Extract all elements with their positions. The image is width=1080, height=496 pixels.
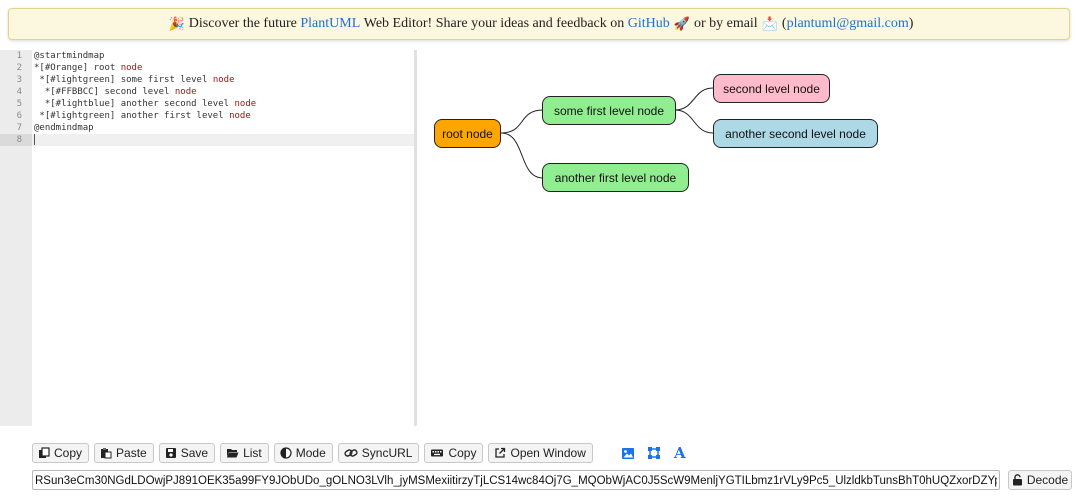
mindmap-node-first-level: some first level node: [542, 96, 676, 125]
plantuml-link[interactable]: PlantUML: [300, 16, 361, 31]
copy-button[interactable]: Copy: [32, 443, 90, 463]
png-export-button[interactable]: [618, 443, 638, 463]
code-line[interactable]: *[#lightblue] another second level node: [34, 99, 257, 109]
banner-text-1: Discover the future: [188, 16, 297, 31]
email-link[interactable]: plantuml@gmail.com: [786, 16, 909, 31]
decode-button[interactable]: Decode: [1008, 470, 1072, 490]
text-a-icon: A: [674, 444, 686, 462]
line-number: 7: [16, 123, 22, 133]
close-paren: ): [908, 16, 914, 31]
copy-ascii-button[interactable]: Copy: [424, 443, 484, 463]
pane-splitter[interactable]: [414, 50, 417, 426]
svg-export-button[interactable]: [644, 443, 664, 463]
code-line-current[interactable]: [32, 134, 414, 146]
line-number: 3: [16, 75, 22, 85]
code-line[interactable]: *[#Orange] root node: [34, 63, 143, 73]
code-text-area[interactable]: @startmindmap *[#Orange] root node *[#li…: [32, 50, 414, 146]
paste-icon: [101, 448, 112, 459]
code-line[interactable]: @endmindmap: [34, 123, 94, 133]
mindmap-connectors: [500, 87, 714, 179]
party-emoji-icon: 🎉: [168, 16, 185, 31]
banner-text-2: Web Editor! Share your ideas and feedbac…: [363, 16, 625, 31]
keyboard-icon: [431, 449, 444, 457]
announcement-banner: 🎉 Discover the future PlantUML Web Edito…: [8, 8, 1070, 40]
floppy-disk-icon: [165, 448, 176, 458]
encoded-url-input[interactable]: [33, 472, 999, 489]
copy-icon: [39, 447, 50, 458]
unlock-icon: [1012, 474, 1022, 486]
code-editor[interactable]: 1 2 3 4 5 6 7 8 @startmindmap *[#Orange]…: [0, 50, 414, 426]
line-number: 2: [16, 63, 22, 73]
line-number: 4: [16, 87, 22, 97]
text-export-button[interactable]: A: [670, 443, 690, 463]
line-number: 5: [16, 99, 22, 109]
line-number: 8: [0, 134, 32, 146]
line-number-gutter: 1 2 3 4 5 6 7 8: [0, 50, 32, 426]
rocket-emoji-icon: 🚀: [673, 16, 690, 31]
mindmap-node-root: root node: [434, 119, 501, 148]
mindmap-node-another-second-level: another second level node: [713, 119, 878, 148]
contrast-icon: [280, 447, 292, 459]
diagram-preview: root node some first level node second l…: [420, 50, 1080, 426]
line-number: 1: [16, 51, 22, 61]
code-line[interactable]: @startmindmap: [34, 51, 105, 61]
external-link-icon: [495, 447, 506, 458]
list-button[interactable]: List: [220, 443, 269, 463]
folder-open-icon: [227, 449, 239, 458]
text-caret: [34, 134, 35, 145]
mail-emoji-icon: 📩: [761, 16, 778, 31]
open-paren: (: [781, 16, 787, 31]
code-line[interactable]: *[#lightgreen] some first level node: [34, 75, 235, 85]
image-icon: [621, 447, 634, 459]
syncurl-button[interactable]: SyncURL: [337, 443, 420, 463]
banner-text-3: or by email: [693, 16, 758, 31]
save-button[interactable]: Save: [158, 443, 216, 463]
vector-square-icon: [647, 447, 660, 459]
line-number: 6: [16, 111, 22, 121]
open-window-button[interactable]: Open Window: [488, 443, 593, 463]
code-line[interactable]: *[#lightgreen] another first level node: [34, 111, 251, 121]
mindmap-node-another-first-level: another first level node: [542, 163, 689, 192]
mindmap-node-second-level: second level node: [713, 74, 830, 103]
editor-toolbar: Copy Paste Save List Mode SyncURL: [32, 443, 690, 463]
link-icon: [344, 449, 358, 457]
github-link[interactable]: GitHub: [627, 16, 670, 31]
mode-button[interactable]: Mode: [273, 443, 333, 463]
code-line[interactable]: *[#FFBBCC] second level node: [34, 87, 197, 97]
encoded-url-field[interactable]: [32, 470, 1000, 490]
paste-button[interactable]: Paste: [94, 443, 154, 463]
